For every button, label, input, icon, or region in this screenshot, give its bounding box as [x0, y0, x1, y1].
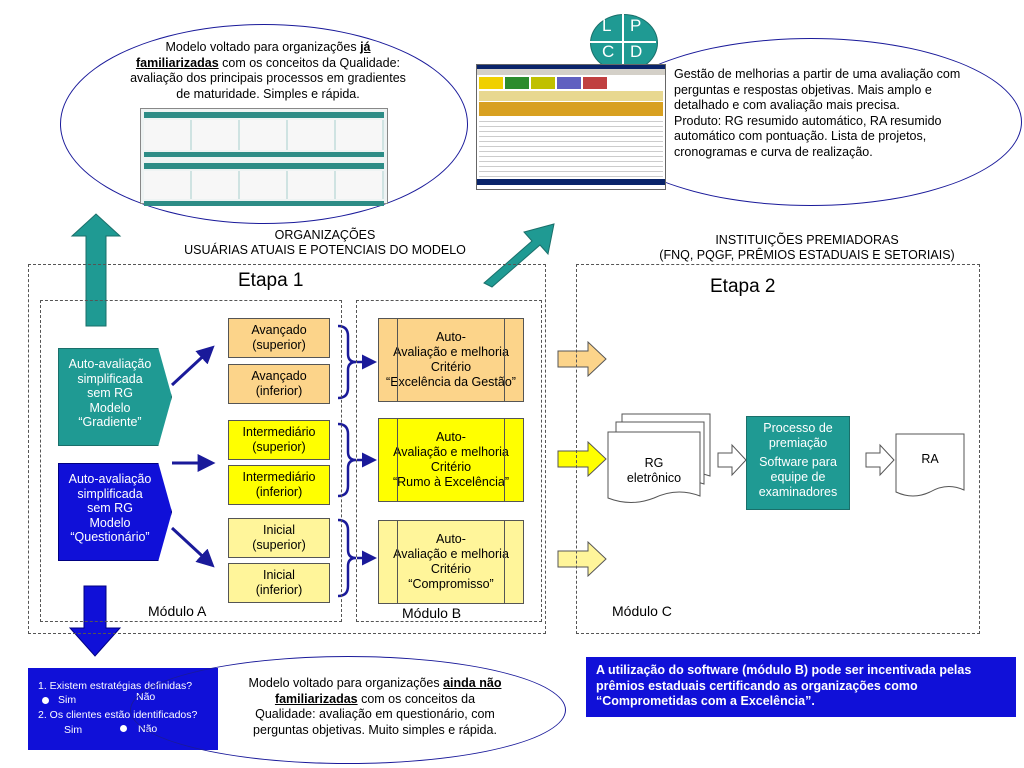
etapa1-title: Etapa 1	[238, 270, 304, 291]
pdca-p: P	[630, 16, 642, 35]
bottom-oval	[130, 656, 566, 764]
top-right-note: Gestão de melhorias a partir de uma aval…	[674, 67, 961, 159]
top-left-note: Modelo voltado para organizações já fami…	[130, 40, 406, 101]
gradient-screenshot	[140, 108, 388, 206]
arrow-rg-to-processo	[717, 443, 747, 477]
top-left-oval	[60, 24, 468, 224]
block-arrow-1	[557, 340, 607, 378]
teal-diagonal-arrow	[483, 223, 555, 288]
level-inicial-inferior: Inicial(inferior)	[228, 563, 330, 603]
ra-label: RA	[921, 452, 939, 466]
teal-up-arrow-left	[70, 213, 122, 327]
q2-sim-label: Sim	[64, 724, 83, 736]
rg-doc-front	[607, 431, 701, 503]
q1-sim-radio[interactable]	[42, 697, 49, 704]
pdca-circle	[590, 14, 658, 72]
level-inicial-superior: Inicial(superior)	[228, 518, 330, 558]
pdca-d: D	[630, 42, 643, 61]
modulo-b-label: Módulo B	[402, 605, 462, 621]
etapa1-container	[28, 264, 546, 634]
bottom-note: Modelo voltado para organizações ainda n…	[248, 676, 502, 737]
bottom-right-note: A utilização do software (módulo B) pode…	[586, 657, 1016, 717]
arrow-processo-to-ra	[865, 443, 895, 477]
q2-nao-radio[interactable]	[120, 725, 127, 732]
inst-label: INSTITUIÇÕES PREMIADORAS (FNQ, PQGF, PRÊ…	[659, 233, 955, 262]
q1-sim-label: Sim	[58, 694, 77, 706]
pdca-l: L	[602, 16, 612, 35]
modulo-a-container	[40, 300, 342, 622]
arrow-to-initial	[170, 526, 215, 568]
pdca-c: C	[602, 42, 615, 61]
pdca-divider-h	[590, 41, 656, 43]
modulo-c-label: Módulo C	[612, 603, 672, 619]
modulo-a-label: Módulo A	[148, 603, 207, 619]
etapa2-container	[576, 264, 980, 634]
software-screenshot	[476, 64, 666, 190]
block-arrow-3	[557, 540, 607, 578]
level-intermediario-inferior: Intermediário(inferior)	[228, 465, 330, 505]
modulo-b-container	[356, 300, 542, 622]
block-arrow-2	[557, 440, 607, 478]
orgs-label: ORGANIZAÇÕES USUÁRIAS ATUAIS E POTENCIAI…	[184, 228, 466, 257]
level-avancado-superior: Avançado(superior)	[228, 318, 330, 358]
arrow-to-advanced	[170, 345, 215, 387]
etapa2-title: Etapa 2	[710, 276, 776, 297]
level-avancado-inferior: Avançado(inferior)	[228, 364, 330, 404]
ra-doc	[895, 433, 965, 497]
level-intermediario-superior: Intermediário(superior)	[228, 420, 330, 460]
